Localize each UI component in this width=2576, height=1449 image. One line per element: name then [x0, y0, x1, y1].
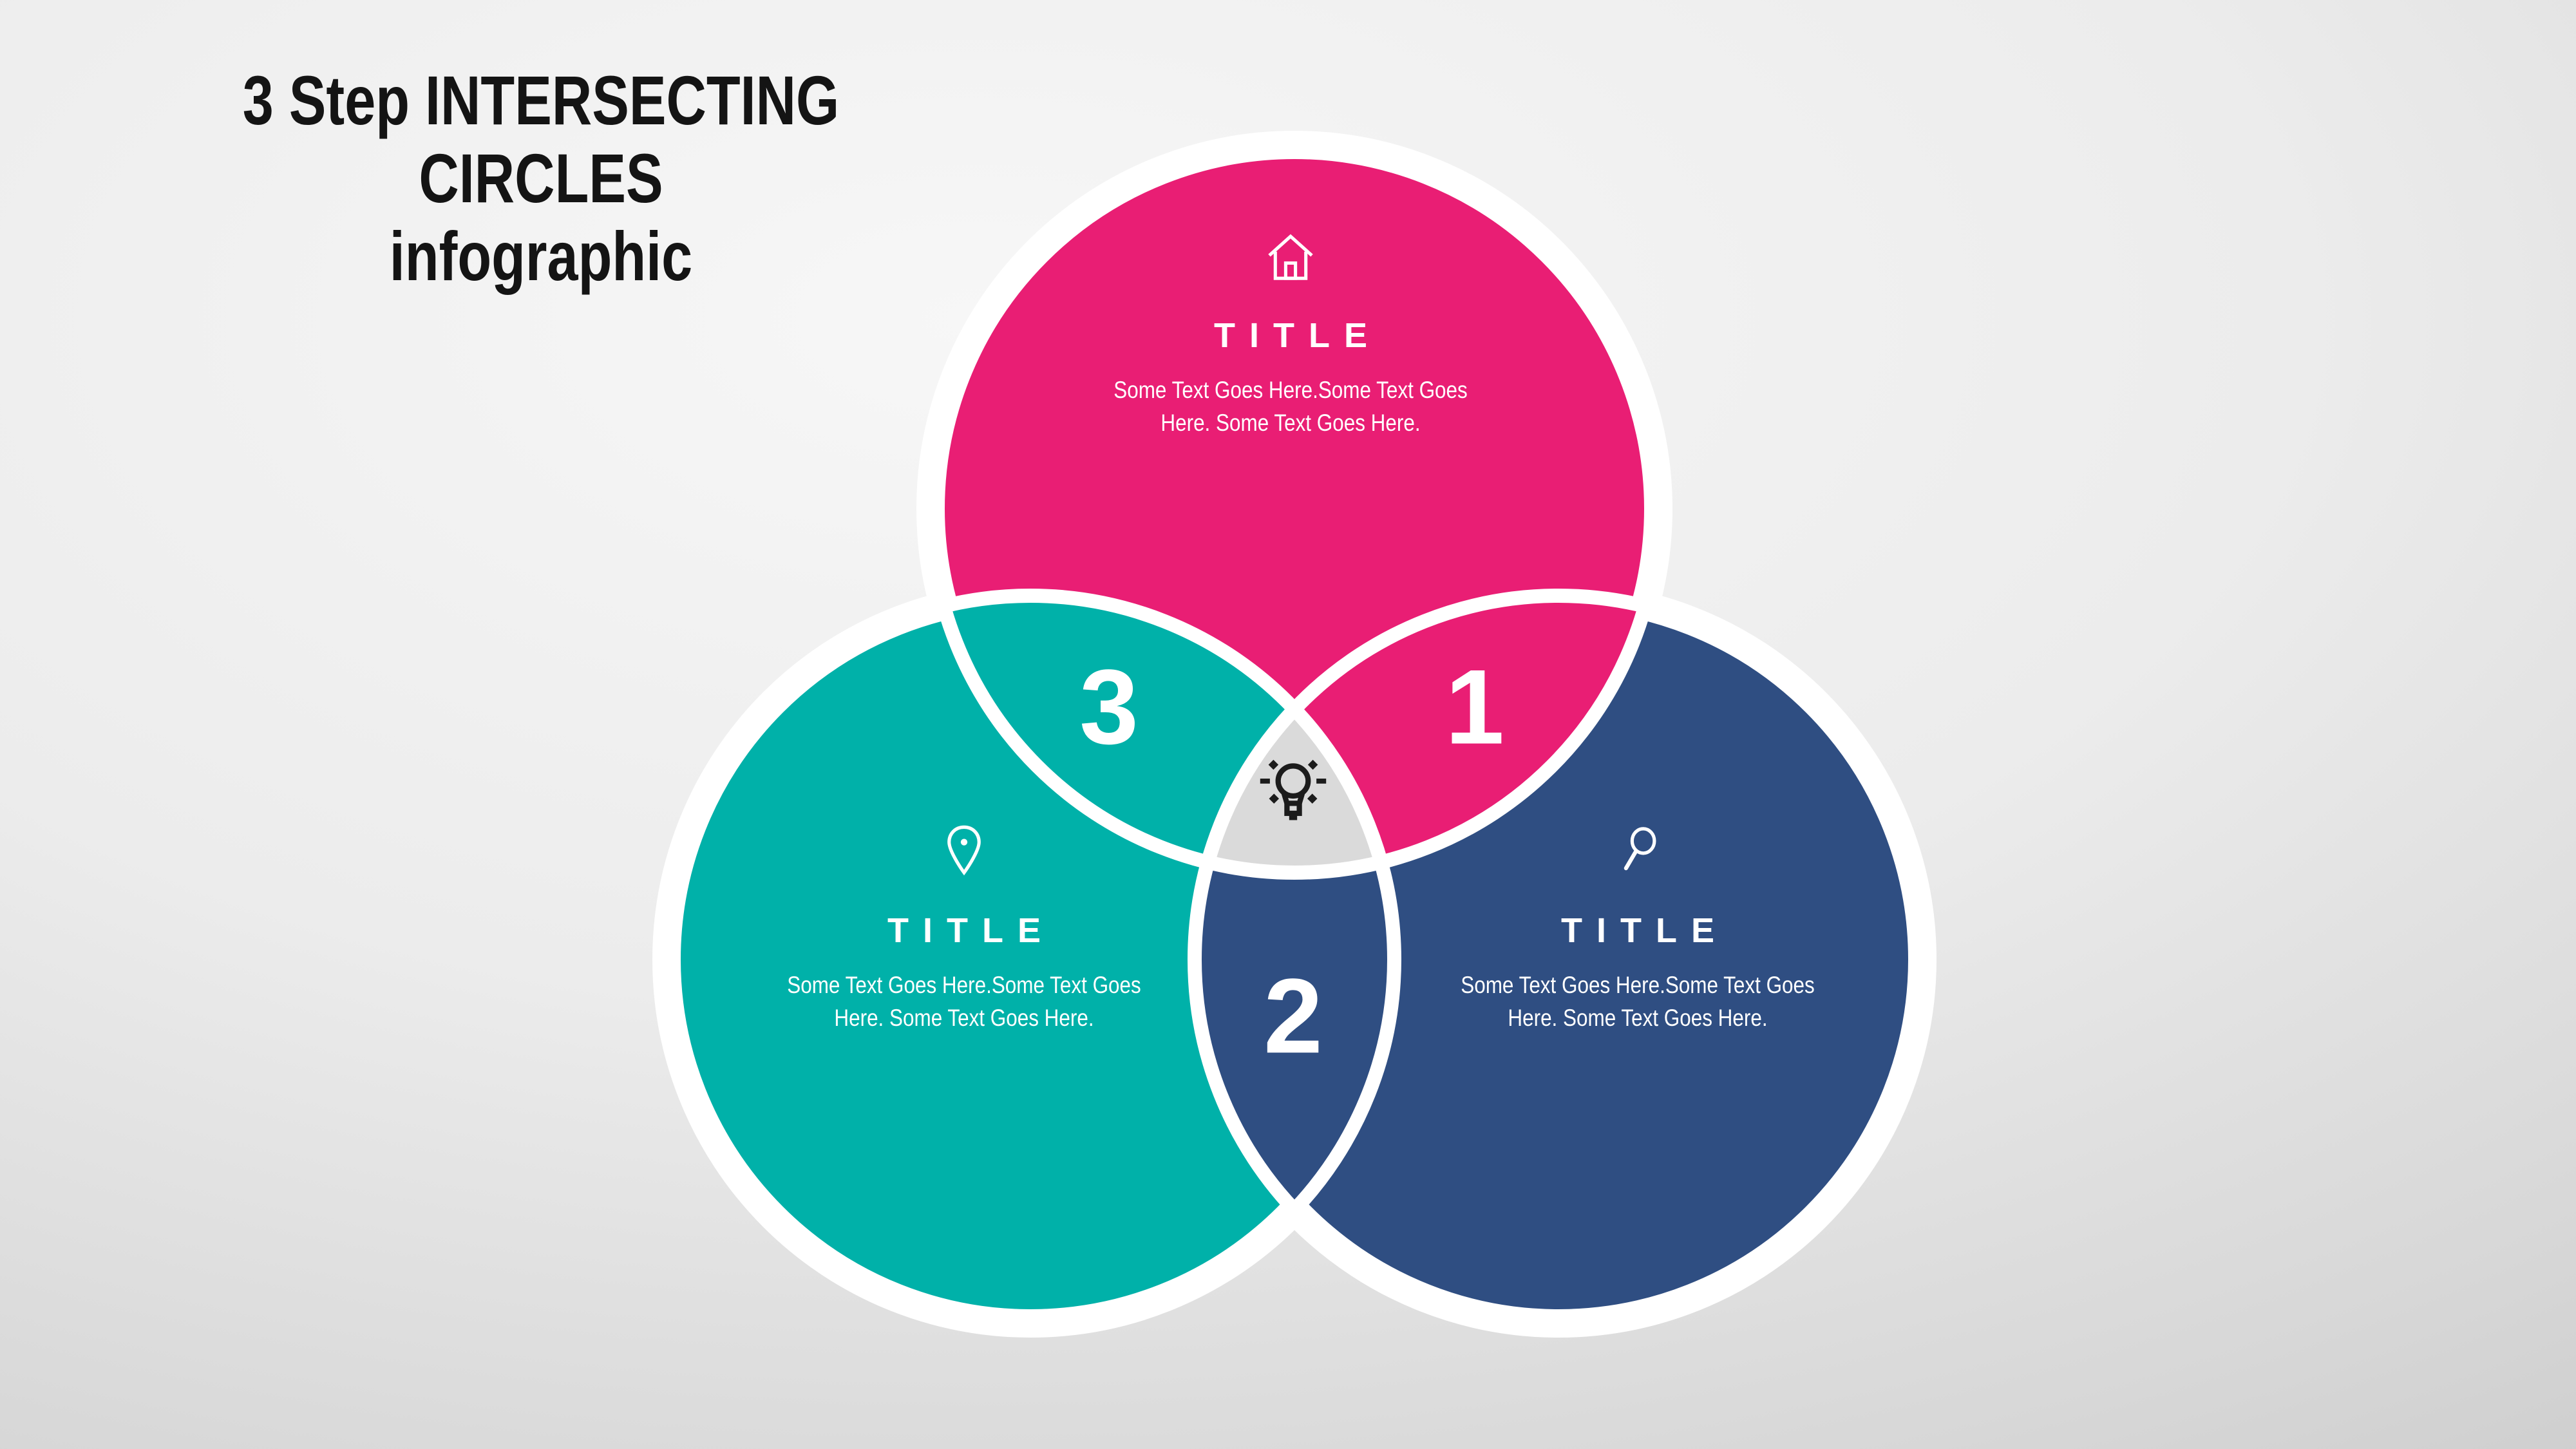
circle-title: TITLE — [1214, 316, 1381, 355]
overlap-number-left: 3 — [1079, 647, 1139, 766]
page-title-line1: 3 Step INTERSECTING CIRCLES — [242, 61, 840, 217]
circle-top-content: TITLE Some Text Goes Here.Some Text Goes… — [1068, 227, 1513, 439]
overlap-number-right: 1 — [1445, 647, 1504, 766]
home-icon — [1262, 229, 1319, 289]
circle-bottom-left-content: TITLE Some Text Goes Here.Some Text Goes… — [742, 822, 1186, 1034]
circle-body-text: Some Text Goes Here.Some Text Goes Here.… — [1113, 377, 1468, 436]
page-title: 3 Step INTERSECTING CIRCLES infographic — [71, 61, 1011, 295]
circle-top-outer-ring — [916, 131, 1672, 887]
location-pin-icon — [944, 824, 984, 885]
page-title-line2: infographic — [389, 217, 693, 295]
circle-bottom-right-content: TITLE Some Text Goes Here.Some Text Goes… — [1416, 822, 1860, 1034]
circle-body-text: Some Text Goes Here.Some Text Goes Here.… — [787, 972, 1141, 1031]
circle-title: TITLE — [1561, 911, 1728, 950]
circle-title: TITLE — [887, 911, 1055, 950]
circle-bottom-right-outer-ring — [1180, 582, 1937, 1338]
overlap-number-bottom: 2 — [1264, 956, 1323, 1075]
search-icon — [1613, 824, 1662, 885]
lightbulb-icon — [1255, 755, 1332, 840]
lens-top-right-fill — [1195, 596, 1658, 873]
circle-bottom-left-outer-ring — [652, 582, 1408, 1338]
circle-bottom-left-fill — [667, 596, 1394, 1323]
circle-body-text: Some Text Goes Here.Some Text Goes Here.… — [1461, 972, 1815, 1031]
